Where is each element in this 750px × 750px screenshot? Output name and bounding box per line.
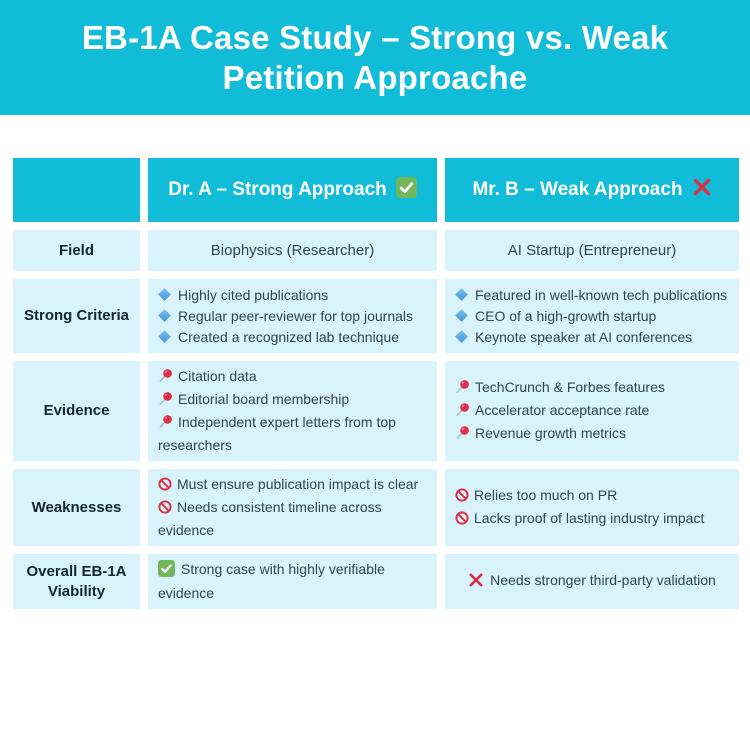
list-item: Accelerator acceptance rate xyxy=(455,400,735,423)
list-item-text: CEO of a high-growth startup xyxy=(475,307,657,324)
list-item: Lacks proof of lasting industry impact xyxy=(455,508,735,531)
overall-strong-cell: Strong case with highly verifiable evide… xyxy=(148,554,437,609)
page-title-line1: EB-1A Case Study – Strong vs. Weak xyxy=(81,18,669,56)
page: EB-1A Case Study – Strong vs. Weak Petit… xyxy=(0,0,750,609)
list-item: Citation data xyxy=(158,366,433,389)
row-label-weaknesses: Weaknesses xyxy=(13,469,140,546)
column-header-weak-label: Mr. B – Weak Approach xyxy=(472,179,683,200)
list-item-text: Regular peer-reviewer for top journals xyxy=(178,307,413,324)
list-item: Highly cited publications xyxy=(158,285,433,306)
comparison-table: Dr. A – Strong Approach Mr. B – Weak App… xyxy=(13,158,739,609)
prohibited-icon xyxy=(158,476,172,497)
list-item: Keynote speaker at AI conferences xyxy=(455,327,735,348)
pushpin-icon xyxy=(455,425,470,446)
row-label-field: Field xyxy=(13,230,140,271)
weaknesses-strong-cell: Must ensure publication impact is clear … xyxy=(148,469,437,546)
list-item: Independent expert letters from top rese… xyxy=(158,412,433,456)
list-item: CEO of a high-growth startup xyxy=(455,306,735,327)
column-header-strong-label: Dr. A – Strong Approach xyxy=(168,179,387,200)
weaknesses-weak-cell: Relies too much on PR Lacks proof of las… xyxy=(445,469,739,546)
table-corner-cell xyxy=(13,158,140,222)
overall-weak-content: Needs stronger third-party validation xyxy=(468,570,716,594)
list-item-text: Accelerator acceptance rate xyxy=(475,401,650,418)
diamond-bullet-icon xyxy=(158,287,171,301)
evidence-strong-cell: Citation data Editorial board membership… xyxy=(148,361,437,461)
prohibited-icon xyxy=(158,499,172,520)
pushpin-icon xyxy=(158,391,173,412)
list-item-text: Featured in well-known tech publications xyxy=(475,286,728,303)
list-item-text: Revenue growth metrics xyxy=(475,424,626,441)
list-item-text: Created a recognized lab technique xyxy=(178,328,400,345)
field-weak-cell: AI Startup (Entrepreneur) xyxy=(445,230,739,271)
prohibited-icon xyxy=(455,487,469,508)
overall-strong-content: Strong case with highly verifiable evide… xyxy=(158,559,433,604)
row-label-overall-viability: Overall EB-1A Viability xyxy=(13,554,140,609)
list-item-text: Citation data xyxy=(178,368,257,384)
pushpin-icon xyxy=(158,368,173,389)
cross-icon xyxy=(692,177,712,203)
diamond-bullet-icon xyxy=(455,308,468,322)
field-strong-cell: Biophysics (Researcher) xyxy=(148,230,437,271)
overall-weak-cell: Needs stronger third-party validation xyxy=(445,554,739,609)
column-header-weak: Mr. B – Weak Approach xyxy=(445,158,739,222)
list-item-text: TechCrunch & Forbes features xyxy=(475,378,665,395)
title-banner: EB-1A Case Study – Strong vs. Weak Petit… xyxy=(0,0,750,115)
list-item: Created a recognized lab technique xyxy=(158,327,433,348)
list-item-text: Lacks proof of lasting industry impact xyxy=(474,509,705,526)
row-label-strong-criteria: Strong Criteria xyxy=(13,279,140,353)
strong-criteria-weak-cell: Featured in well-known tech publications… xyxy=(445,279,739,353)
prohibited-icon xyxy=(455,510,469,531)
page-title-line2: Petition Approache xyxy=(222,58,528,96)
pushpin-icon xyxy=(455,379,470,400)
evidence-weak-cell: TechCrunch & Forbes features Accelerator… xyxy=(445,361,739,461)
list-item: Relies too much on PR xyxy=(455,485,735,508)
pushpin-icon xyxy=(455,402,470,423)
list-item-text: Needs consistent timeline across evidenc… xyxy=(158,499,382,538)
list-item: Needs consistent timeline across evidenc… xyxy=(158,497,433,541)
list-item: TechCrunch & Forbes features xyxy=(455,377,735,400)
column-header-strong: Dr. A – Strong Approach xyxy=(148,158,437,222)
list-item-text: Relies too much on PR xyxy=(474,486,618,503)
list-item-text: Editorial board membership xyxy=(178,391,350,407)
list-item: Revenue growth metrics xyxy=(455,423,735,446)
check-icon xyxy=(395,176,417,204)
list-item-text: Must ensure publication impact is clear xyxy=(177,476,419,492)
list-item-text: Independent expert letters from top rese… xyxy=(158,414,396,453)
list-item: Featured in well-known tech publications xyxy=(455,285,735,306)
overall-strong-text: Strong case with highly verifiable evide… xyxy=(158,561,385,601)
overall-weak-text: Needs stronger third-party validation xyxy=(490,571,716,588)
list-item-text: Highly cited publications xyxy=(178,286,329,303)
diamond-bullet-icon xyxy=(455,329,468,343)
diamond-bullet-icon xyxy=(158,329,171,343)
strong-criteria-strong-cell: Highly cited publications Regular peer-r… xyxy=(148,279,437,353)
list-item: Must ensure publication impact is clear xyxy=(158,474,433,497)
list-item: Regular peer-reviewer for top journals xyxy=(158,306,433,327)
pushpin-icon xyxy=(158,414,173,435)
list-item: Editorial board membership xyxy=(158,389,433,412)
diamond-bullet-icon xyxy=(158,308,171,322)
cross-icon xyxy=(468,572,484,594)
row-label-evidence: Evidence xyxy=(13,361,140,461)
diamond-bullet-icon xyxy=(455,287,468,301)
list-item-text: Keynote speaker at AI conferences xyxy=(475,328,693,345)
check-icon xyxy=(158,560,175,583)
